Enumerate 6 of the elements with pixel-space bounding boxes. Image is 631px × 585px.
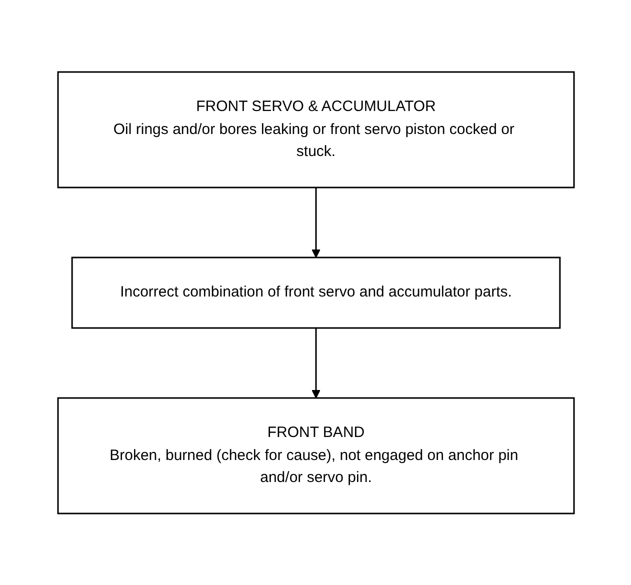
flowchart: FRONT SERVO & ACCUMULATOR Oil rings and/or bores leaking or front servo piston cocked or stuck. Incorrect combination of front servo and accumulator parts. FRONT BAND Broken, burned (check for cause), not engaged on anchor pin and/or servo pin. bbox=[50, 64, 582, 522]
node-box bbox=[56, 71, 574, 188]
node-box bbox=[56, 397, 574, 514]
arrow bbox=[311, 187, 320, 258]
arrow bbox=[311, 328, 320, 398]
node-box bbox=[70, 256, 560, 328]
